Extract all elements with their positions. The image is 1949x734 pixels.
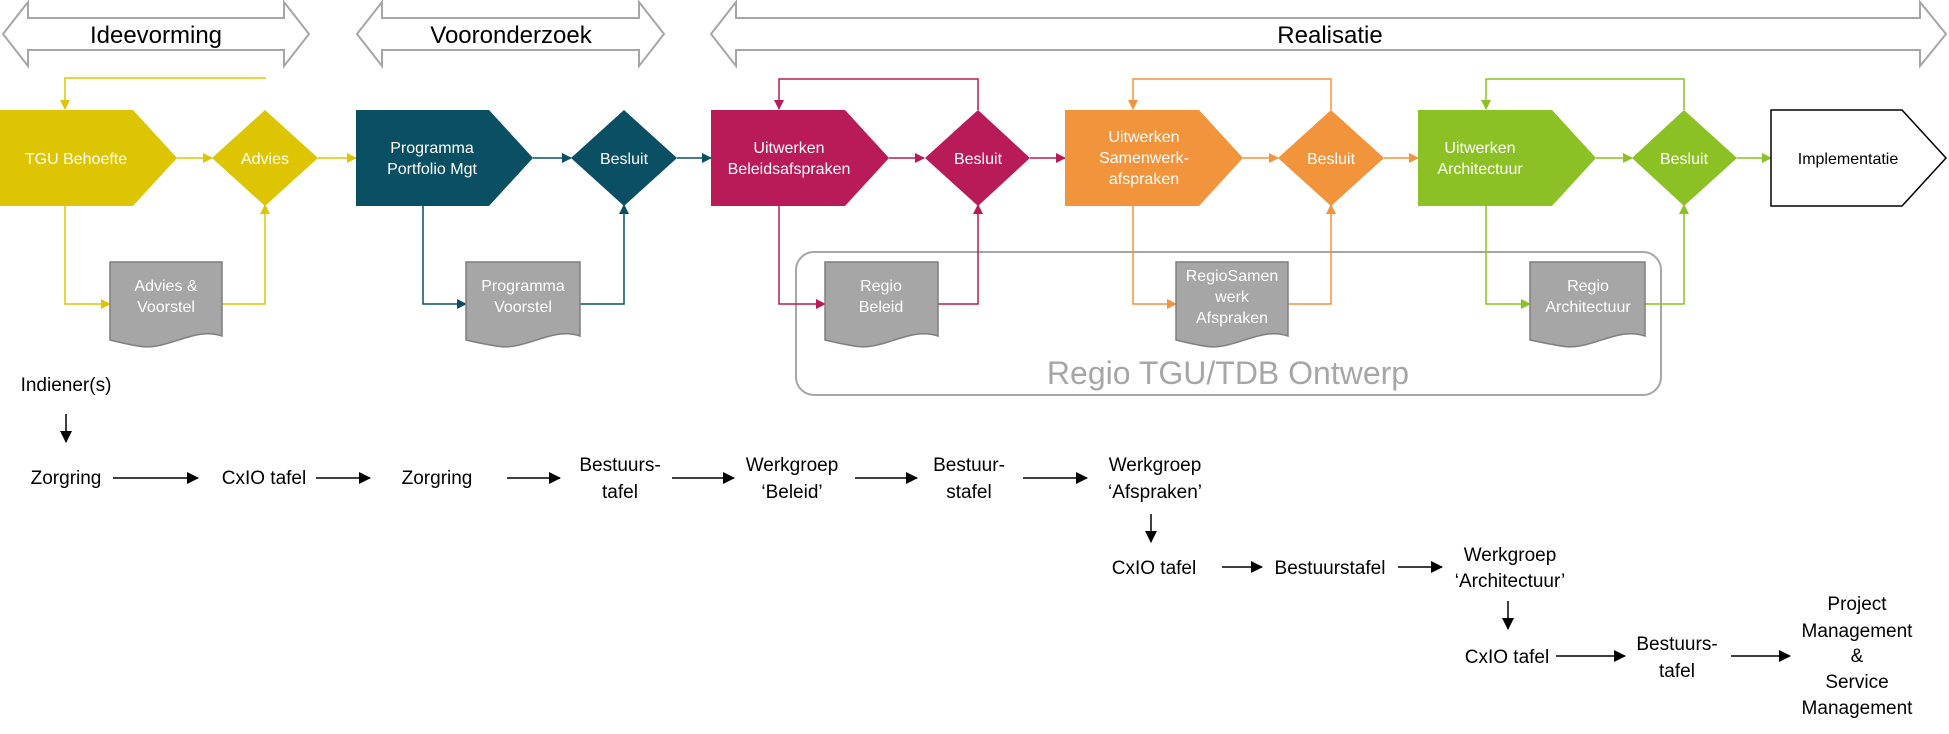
doc-advies-label-1: Advies & [134, 278, 197, 295]
connectors-teal [422, 153, 712, 309]
node-uitwerken-samenwerk: Uitwerken Samenwerk- afspraken [1065, 110, 1243, 206]
node-programma-portfolio: Programma Portfolio Mgt [356, 110, 533, 206]
node-beleid-label-1: Uitwerken [753, 140, 824, 157]
gov-pm-l4: Service [1825, 672, 1888, 693]
gov-bestuurs-3-l1: Bestuurs- [1636, 634, 1717, 655]
node-programma-label-1: Programma [390, 140, 474, 157]
decision-besluit-1: Besluit [571, 110, 677, 206]
phase-realisatie: Realisatie [709, 0, 1948, 69]
gov-indieners: Indiener(s) [21, 375, 112, 396]
node-uitwerken-beleid: Uitwerken Beleidsafspraken [711, 110, 889, 206]
document-programma-voorstel: Programma Voorstel [465, 261, 581, 348]
gov-pm-l5: Management [1802, 698, 1914, 719]
gov-cxio-1: CxIO tafel [222, 468, 306, 489]
document-advies-voorstel: Advies & Voorstel [109, 261, 223, 348]
node-tgu-behoefte: TGU Behoefte [0, 110, 177, 206]
region-box: Regio TGU/TDB Ontwerp [795, 251, 1662, 396]
gov-wg-beleid-l2: ‘Beleid’ [761, 482, 822, 503]
gov-pm-l1: Project [1827, 594, 1887, 615]
gov-pm-l2: Management [1802, 621, 1914, 642]
gov-bestuurs-3-l2: tafel [1659, 661, 1695, 682]
doc-regio-samen-label-2: werk [1214, 289, 1250, 306]
connectors-orange [1128, 78, 1419, 309]
decision-besluit-1-label: Besluit [600, 151, 649, 168]
decision-besluit-2: Besluit [925, 110, 1030, 206]
node-programma-label-2: Portfolio Mgt [387, 161, 477, 178]
decision-besluit-4-label: Besluit [1660, 151, 1709, 168]
gov-bestuurs-2-l1: Bestuur- [933, 455, 1005, 476]
decision-advies-label: Advies [241, 151, 289, 168]
gov-bestuurstafel: Bestuurstafel [1275, 558, 1386, 579]
node-implementatie: Implementatie [1770, 109, 1948, 207]
node-implementatie-label: Implementatie [1798, 151, 1899, 168]
gov-wg-arch-l1: Werkgroep [1464, 545, 1557, 566]
phase-vooronderzoek: Vooronderzoek [355, 0, 666, 69]
gov-zorgring-1: Zorgring [31, 468, 102, 489]
node-uitwerken-architectuur: Uitwerken Architectuur [1418, 110, 1596, 206]
gov-wg-beleid-l1: Werkgroep [746, 455, 839, 476]
connectors-yellow [60, 77, 357, 309]
decision-besluit-3: Besluit [1278, 110, 1384, 206]
phase-vooronderzoek-label: Vooronderzoek [430, 22, 592, 49]
gov-wg-afspraken-l1: Werkgroep [1109, 455, 1202, 476]
node-samenwerk-label-1: Uitwerken [1108, 129, 1179, 146]
doc-advies-label-2: Voorstel [137, 299, 195, 316]
doc-regio-beleid-label-2: Beleid [859, 299, 903, 316]
document-regio-architectuur: Regio Architectuur [1529, 261, 1646, 348]
connectors-green [1481, 78, 1772, 309]
decision-advies: Advies [212, 110, 318, 206]
gov-bestuurs-1-l2: tafel [602, 482, 638, 503]
node-tgu-behoefte-label: TGU Behoefte [25, 151, 127, 168]
decision-besluit-4: Besluit [1632, 110, 1737, 206]
doc-regio-arch-label-2: Architectuur [1545, 299, 1631, 316]
connectors-magenta [774, 78, 1066, 309]
doc-regio-beleid-label-1: Regio [860, 278, 902, 295]
region-label: Regio TGU/TDB Ontwerp [1047, 355, 1409, 391]
gov-wg-afspraken-l2: ‘Afspraken’ [1108, 482, 1202, 503]
gov-zorgring-2: Zorgring [402, 468, 473, 489]
governance-flow: Indiener(s) Zorgring CxIO tafel Zorgring… [21, 375, 1914, 719]
doc-regio-samen-label-3: Afspraken [1196, 310, 1268, 327]
gov-bestuurs-2-l2: stafel [946, 482, 991, 503]
doc-programma-label-1: Programma [481, 278, 565, 295]
phase-realisatie-label: Realisatie [1277, 22, 1382, 49]
gov-cxio-3: CxIO tafel [1465, 647, 1549, 668]
gov-wg-arch-l2: ‘Architectuur’ [1455, 571, 1566, 592]
phase-ideevorming-label: Ideevorming [90, 22, 222, 49]
decision-besluit-2-label: Besluit [954, 151, 1003, 168]
phase-ideevorming: Ideevorming [1, 0, 311, 69]
gov-cxio-2: CxIO tafel [1112, 558, 1196, 579]
decision-besluit-3-label: Besluit [1307, 151, 1356, 168]
gov-pm-l3: & [1851, 646, 1864, 667]
document-regio-beleid: Regio Beleid [824, 261, 939, 348]
doc-regio-samen-label-1: RegioSamen [1186, 268, 1279, 285]
node-beleid-label-2: Beleidsafspraken [728, 161, 851, 178]
gov-bestuurs-1-l1: Bestuurs- [579, 455, 660, 476]
node-samenwerk-label-2: Samenwerk- [1099, 150, 1189, 167]
node-architectuur-label-1: Uitwerken [1444, 140, 1515, 157]
node-architectuur-label-2: Architectuur [1437, 161, 1523, 178]
document-regio-samenwerk: RegioSamen werk Afspraken [1175, 261, 1289, 348]
doc-programma-label-2: Voorstel [494, 299, 552, 316]
doc-regio-arch-label-1: Regio [1567, 278, 1609, 295]
node-samenwerk-label-3: afspraken [1109, 171, 1179, 188]
